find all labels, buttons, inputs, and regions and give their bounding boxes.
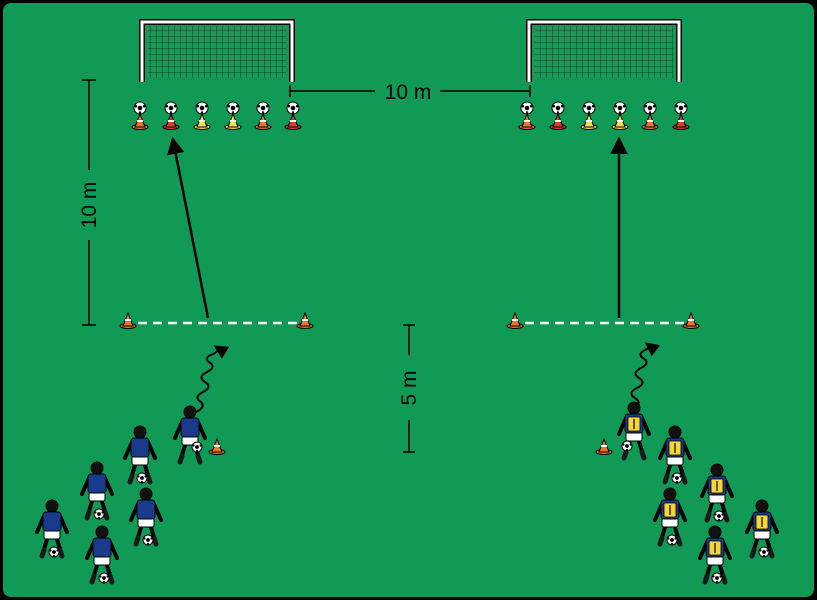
target-cone-right-5: [641, 112, 659, 130]
target-ball-left-5: [256, 101, 270, 115]
start-cone-left-1: [119, 311, 137, 329]
ball-left-waiting-5: [98, 572, 110, 584]
ball-left-waiting-4: [48, 546, 60, 558]
shot-arrow-left: [167, 136, 210, 319]
ball-right-waiting-2: [713, 510, 725, 522]
ball-right-waiting-3: [666, 534, 678, 546]
player-right-waiting-5: [698, 525, 732, 585]
player-right-waiting-2: [700, 463, 734, 523]
dribble-cone-left: [208, 437, 226, 455]
ball-left-active: [191, 441, 203, 453]
ball-left-waiting-3: [142, 534, 154, 546]
start-cone-right-2: [682, 311, 700, 329]
ball-right-waiting-4: [758, 546, 770, 558]
target-cone-right-4: [611, 112, 629, 130]
dribble-distance-label: 5 m: [398, 370, 421, 405]
target-cone-left-3: [193, 112, 211, 130]
target-ball-left-2: [164, 101, 178, 115]
ball-right-waiting-5: [711, 572, 723, 584]
target-cone-right-3: [580, 112, 598, 130]
target-ball-right-1: [520, 101, 534, 115]
target-cone-left-6: [284, 112, 302, 130]
ball-left-waiting-1: [136, 472, 148, 484]
target-cone-left-1: [131, 112, 149, 130]
dribble-path-right: [630, 342, 661, 409]
shooting-distance-label: 10 m: [78, 182, 101, 229]
target-ball-right-2: [551, 101, 565, 115]
goal-spacing-label: 10 m: [385, 81, 432, 104]
player-left-active: [173, 405, 207, 465]
target-ball-left-1: [133, 101, 147, 115]
target-cone-left-5: [254, 112, 272, 130]
target-cone-right-2: [549, 112, 567, 130]
player-left-waiting-3: [129, 487, 163, 547]
player-left-waiting-4: [35, 499, 69, 559]
player-left-waiting-1: [123, 425, 157, 485]
goal-left: [139, 19, 295, 82]
goal-right: [526, 19, 682, 82]
target-cone-left-4: [224, 112, 242, 130]
start-cone-left-2: [296, 311, 314, 329]
ball-right-waiting-1: [671, 472, 683, 484]
player-right-waiting-4: [745, 499, 779, 559]
goal-spacing-dimension: 10 m: [289, 81, 531, 104]
target-ball-left-6: [286, 101, 300, 115]
dribble-distance-dimension: 5 m: [398, 324, 421, 453]
target-ball-right-5: [643, 101, 657, 115]
player-left-waiting-5: [85, 525, 119, 585]
target-ball-left-3: [195, 101, 209, 115]
target-ball-right-4: [613, 101, 627, 115]
dribble-cone-right: [595, 437, 613, 455]
shooting-distance-dimension: 10 m: [78, 79, 101, 326]
player-right-active: [617, 401, 651, 461]
dribble-path-left: [195, 345, 230, 413]
player-right-waiting-1: [658, 425, 692, 485]
player-right-waiting-3: [653, 487, 687, 547]
target-cone-right-6: [672, 112, 690, 130]
ball-right-active: [621, 440, 633, 452]
target-cone-right-1: [518, 112, 536, 130]
ball-left-waiting-2: [93, 508, 105, 520]
target-ball-right-6: [674, 101, 688, 115]
player-left-waiting-2: [80, 461, 114, 521]
target-ball-left-4: [226, 101, 240, 115]
start-cone-right-1: [506, 311, 524, 329]
target-ball-right-3: [582, 101, 596, 115]
target-cone-left-2: [162, 112, 180, 130]
